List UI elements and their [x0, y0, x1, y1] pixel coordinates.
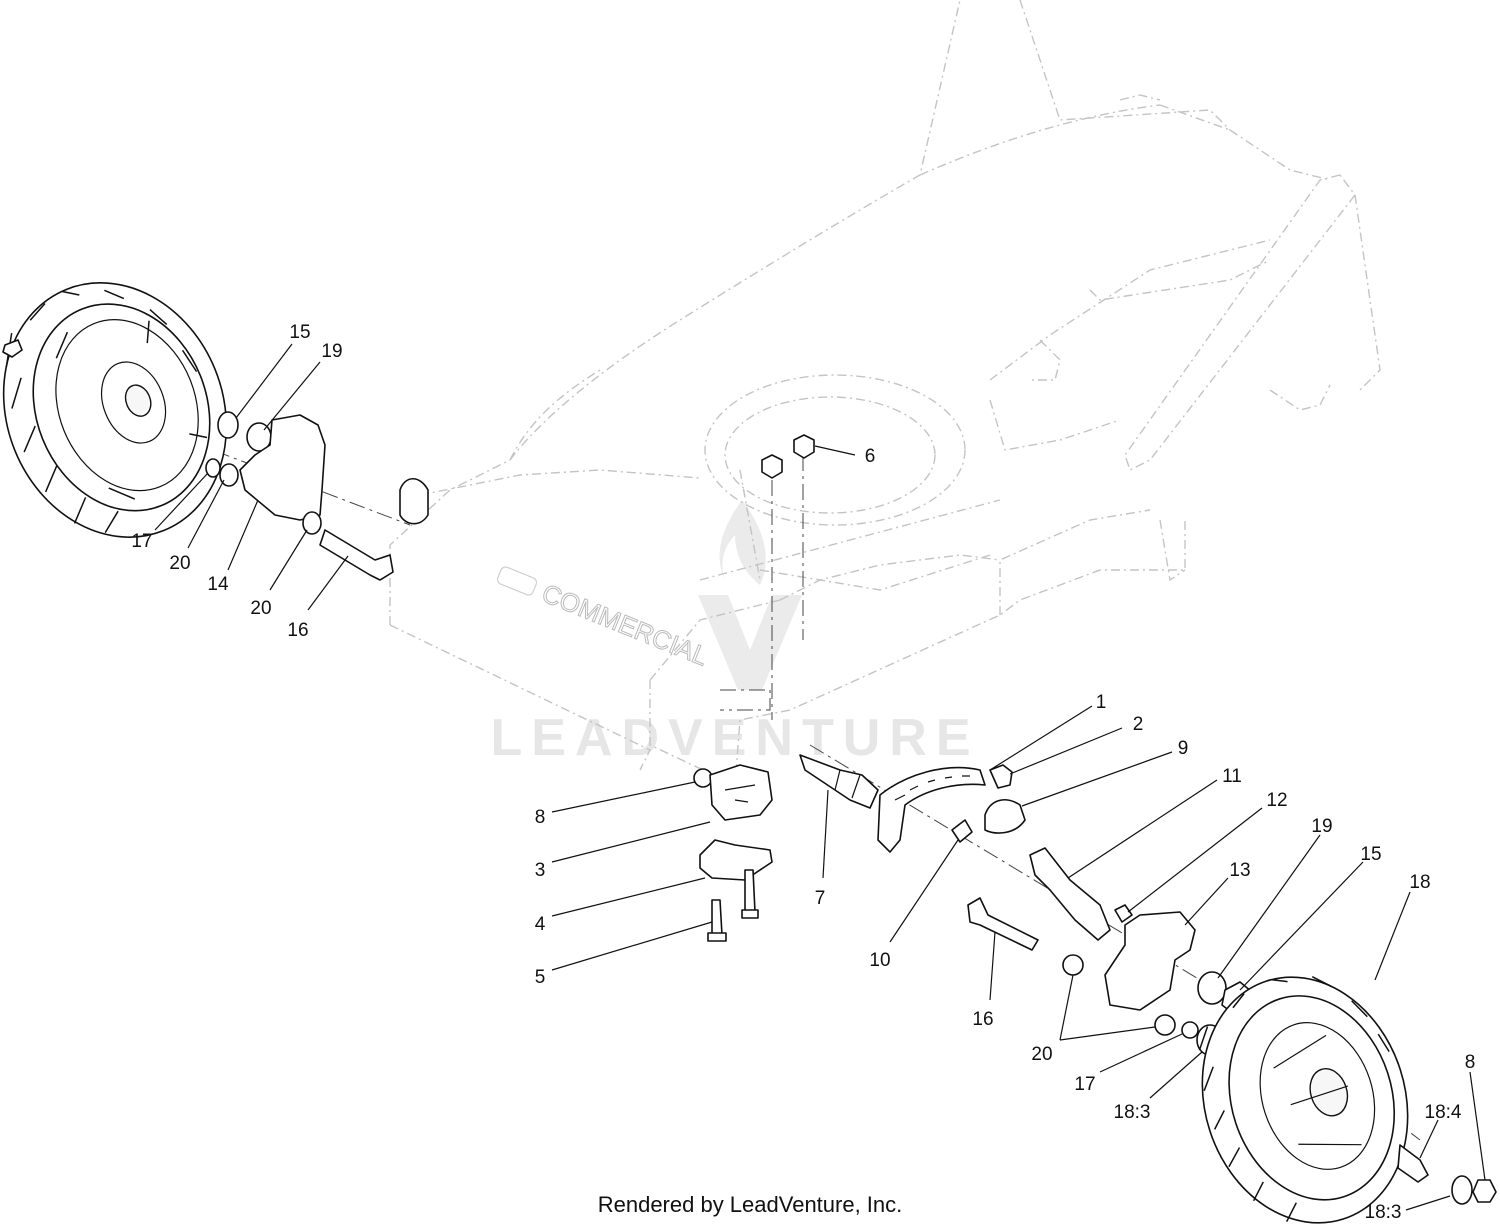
watermark-text: LEADVENTURE [490, 709, 979, 767]
nut-8b [1472, 1179, 1497, 1203]
axle-18-4 [1397, 1144, 1429, 1183]
left-wheel-bushing [399, 477, 429, 525]
clip-10 [951, 819, 973, 843]
callout-11: 11 [1222, 766, 1242, 787]
right-washer-20a [1062, 954, 1084, 976]
right-adjust-assembly [877, 764, 1196, 1011]
deck-logo-badge [496, 566, 538, 596]
callout-8-right: 8 [1465, 1052, 1476, 1073]
callout-7: 7 [815, 888, 826, 909]
callout-9: 9 [1178, 738, 1189, 759]
callout-4: 4 [535, 914, 546, 935]
callout-12: 12 [1266, 790, 1287, 811]
lever-11 [1029, 847, 1111, 941]
bolt-12 [1114, 904, 1133, 923]
callout-labels: 15 19 17 20 14 20 16 6 1 2 9 11 12 19 15… [131, 322, 1475, 1223]
callout-18-3-upper: 18:3 [1114, 1102, 1151, 1123]
mower-deck-outline: COMMERCIAL [389, 0, 1381, 787]
callout-20-right: 20 [1031, 1044, 1052, 1065]
right-bolt-16 [967, 897, 1039, 951]
bolt-5a [711, 899, 723, 936]
shaft-7 [799, 754, 879, 809]
callout-13: 13 [1229, 860, 1250, 881]
callout-1: 1 [1096, 692, 1107, 713]
callout-18-3-lower: 18:3 [1365, 1202, 1402, 1223]
left-bracket-14 [239, 414, 326, 521]
callout-19-right: 19 [1311, 816, 1332, 837]
left-wheel [2, 282, 228, 538]
callout-14: 14 [207, 574, 229, 595]
callout-19-left: 19 [321, 341, 342, 362]
watermark-flame-logo [719, 500, 766, 585]
nut-8a [693, 768, 713, 788]
nut-6b [793, 434, 815, 459]
left-washer-20a [219, 463, 239, 487]
watermark-v-logo [698, 595, 802, 690]
callout-16-left: 16 [287, 620, 308, 641]
left-nut-15 [217, 411, 239, 439]
leader-lines [154, 343, 1486, 1211]
right-wheel [1198, 976, 1409, 1224]
washer-18-3b [1451, 1175, 1473, 1205]
callout-6: 6 [865, 446, 876, 467]
callout-8-center: 8 [535, 807, 546, 828]
callout-17-right: 17 [1074, 1074, 1095, 1095]
right-axle-hardware [1397, 1144, 1497, 1205]
callout-18-4: 18:4 [1425, 1102, 1462, 1123]
callout-20-left-a: 20 [169, 553, 190, 574]
height-adjust-assembly [693, 764, 773, 942]
callout-20-left-b: 20 [250, 598, 271, 619]
adjust-plate-1 [877, 766, 986, 853]
callout-15-right: 15 [1360, 844, 1381, 865]
callout-18: 18 [1409, 872, 1430, 893]
watermark: LEADVENTURE [490, 500, 979, 767]
knob-9 [984, 799, 1026, 834]
nut-6a [761, 454, 783, 479]
right-washer-19 [1197, 971, 1227, 1005]
left-lockwasher-17 [205, 458, 221, 478]
right-washer-20b [1154, 1014, 1176, 1036]
callout-5: 5 [535, 967, 546, 988]
left-bolt-16 [319, 529, 394, 581]
callout-15-left: 15 [289, 322, 310, 343]
bracket-13 [1104, 911, 1196, 1011]
left-hardware [205, 411, 429, 581]
plate-4 [699, 839, 773, 881]
pivot-block-3 [709, 764, 773, 821]
left-wheel-nut [2, 339, 23, 358]
callout-17-left: 17 [131, 531, 152, 552]
right-lockwasher-17 [1181, 1021, 1199, 1039]
center-nuts [761, 434, 815, 479]
bolt-5b [744, 869, 756, 913]
bolt-2 [989, 764, 1013, 789]
callout-10: 10 [869, 950, 890, 971]
callout-16-right: 16 [972, 1009, 993, 1030]
callout-3: 3 [535, 860, 546, 881]
callout-2: 2 [1133, 714, 1144, 735]
deck-brand-text: COMMERCIAL [538, 578, 713, 672]
render-credit: Rendered by LeadVenture, Inc. [597, 1192, 903, 1217]
left-washer-20b [302, 511, 322, 535]
